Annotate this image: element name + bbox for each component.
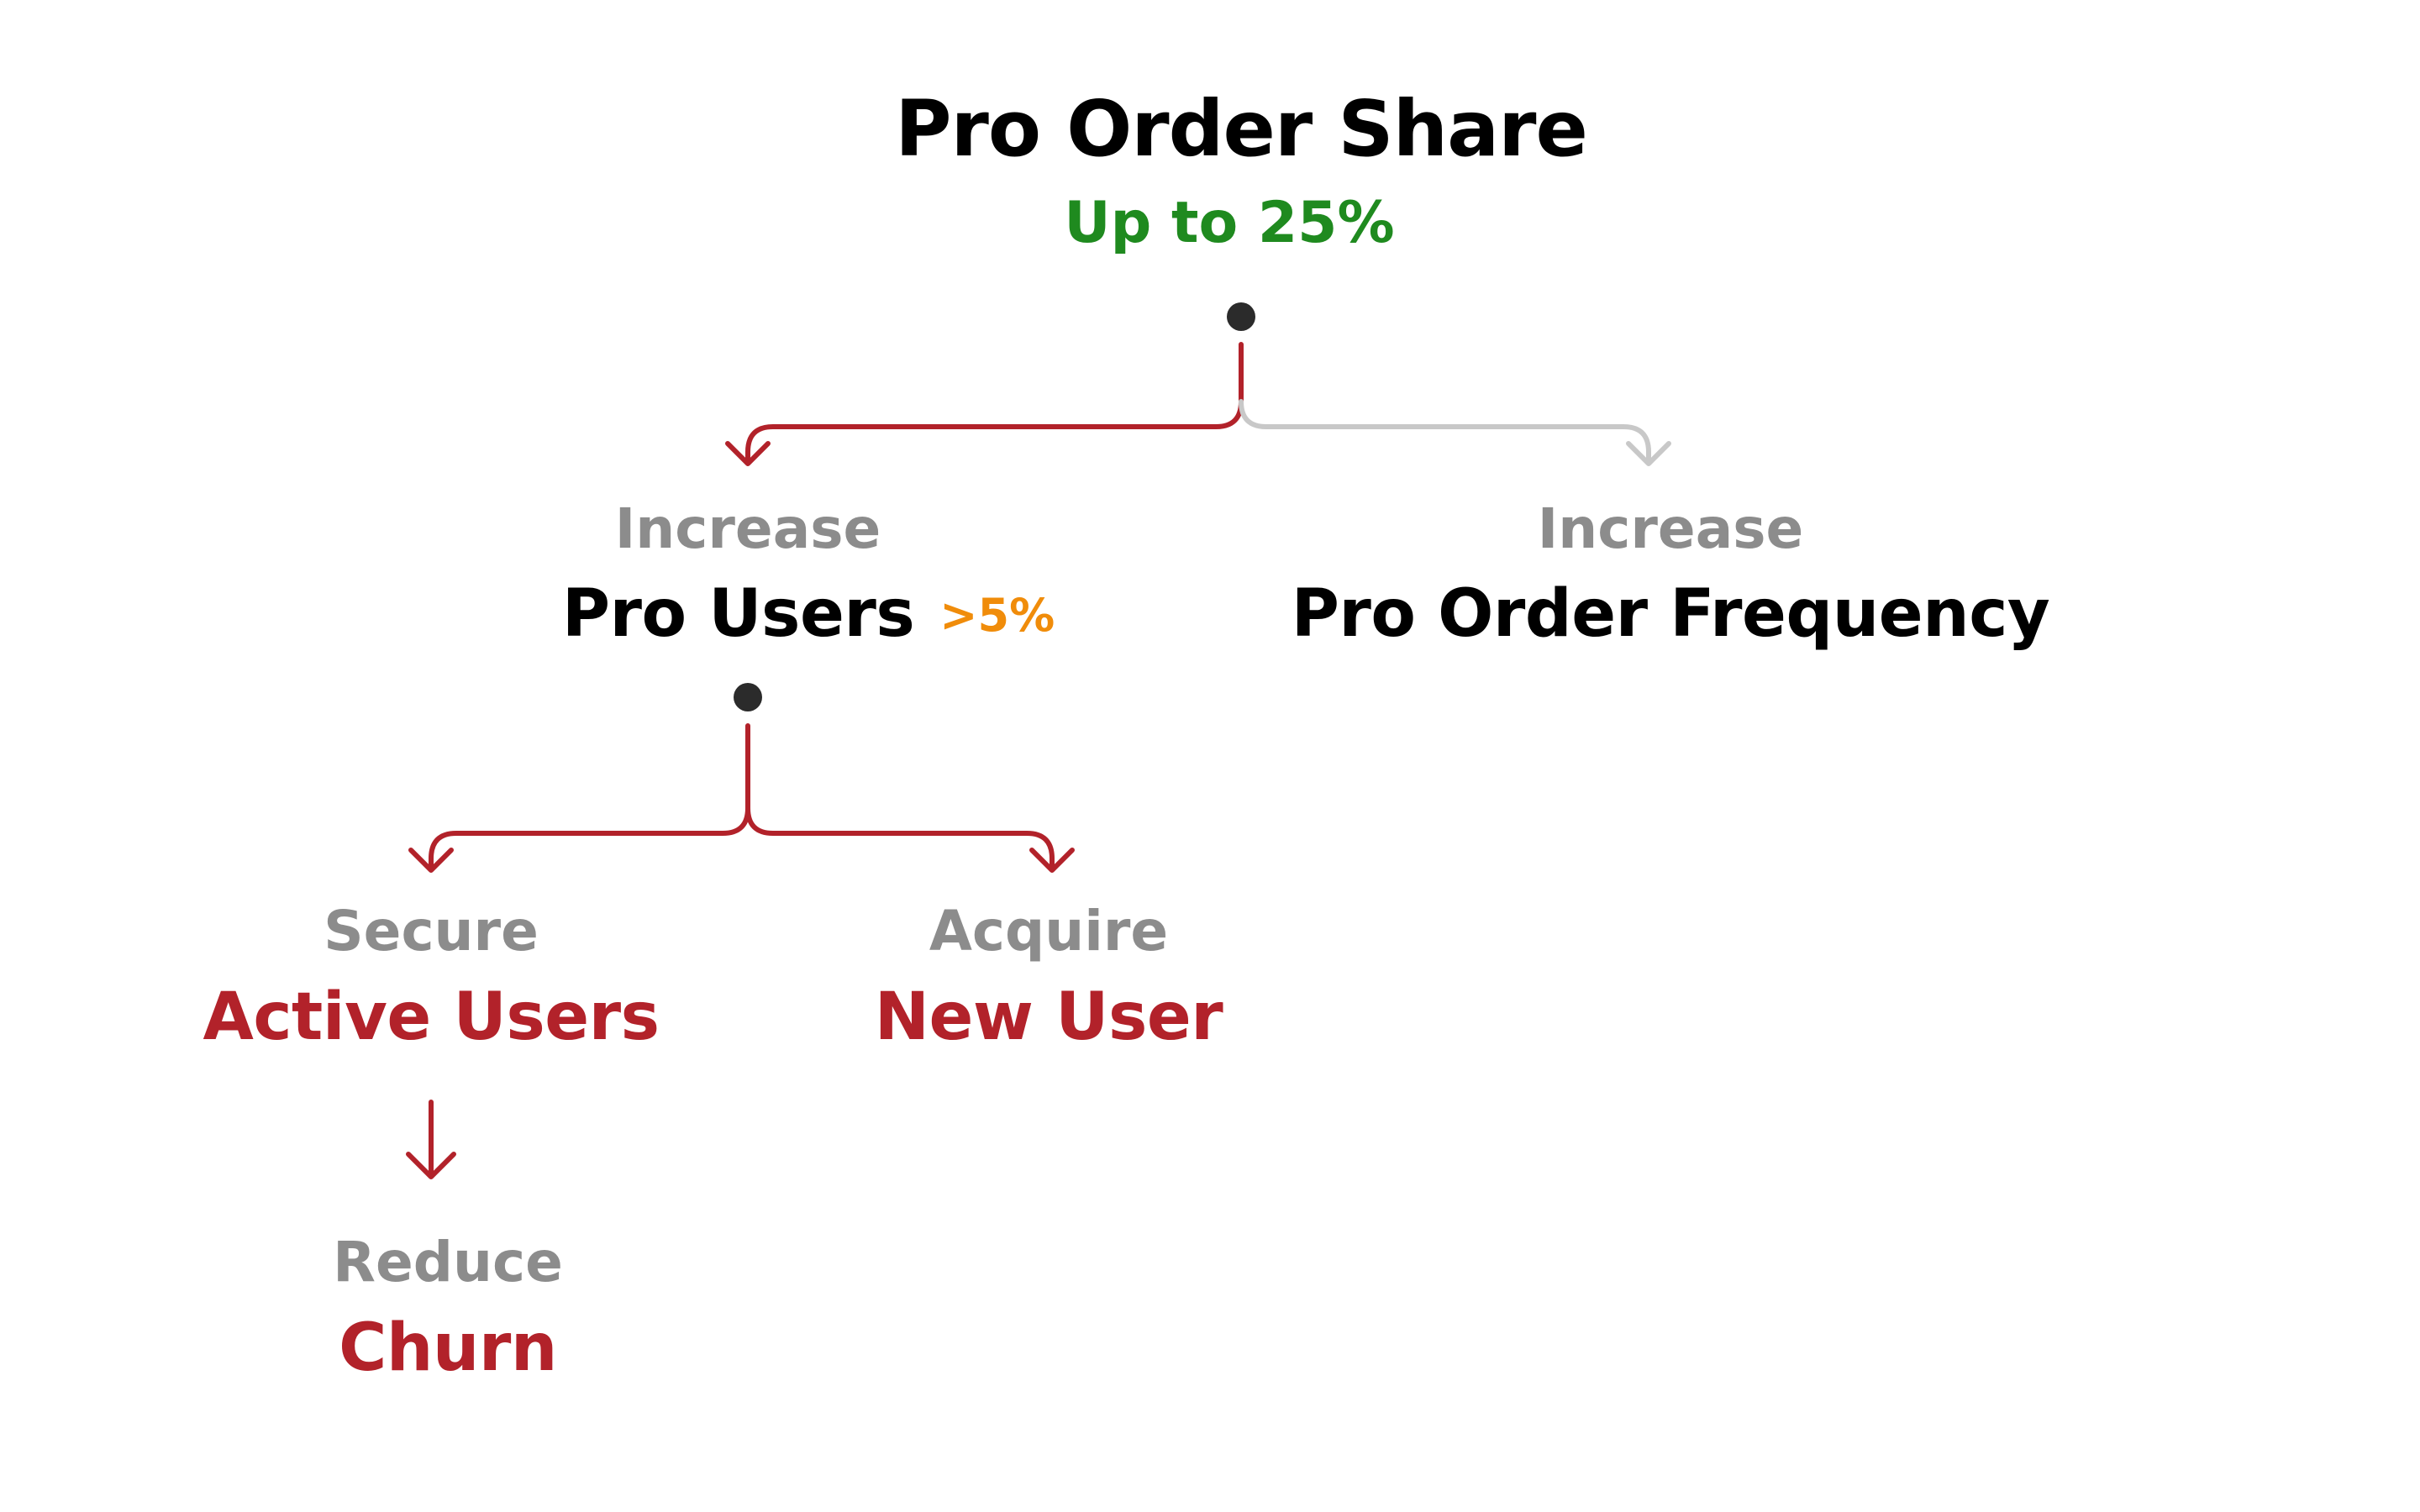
connector-root-to-pro-users	[745, 342, 1244, 463]
arrowhead-pro-users-icon	[725, 441, 771, 466]
churn-verb: Reduce	[333, 1230, 563, 1294]
pro-order-frequency-label: Pro Order Frequency	[1291, 576, 2050, 652]
connector-pro-users-to-new-user	[745, 806, 1055, 869]
arrowhead-new-user-icon	[1029, 848, 1075, 873]
active-users-label: Active Users	[203, 979, 660, 1055]
active-users-verb: Secure	[324, 899, 539, 963]
new-user-label: New User	[874, 979, 1223, 1055]
pro-users-badge: >5%	[939, 589, 1055, 642]
pro-users-junction-dot	[734, 683, 762, 711]
churn-label: Churn	[339, 1310, 557, 1386]
arrowhead-pro-order-frequency-icon	[1626, 441, 1671, 466]
pro-users-label: Pro Users	[561, 576, 915, 652]
pro-order-frequency-verb: Increase	[1537, 496, 1804, 561]
pro-users-node: Pro Users>5%	[562, 581, 1055, 647]
arrowhead-churn-icon	[406, 1152, 456, 1179]
connector-pro-users-to-active-users	[429, 723, 750, 869]
arrowhead-active-users-icon	[408, 848, 454, 873]
connector-root-to-pro-order-frequency	[1239, 399, 1651, 463]
new-user-verb: Acquire	[929, 899, 1169, 963]
root-title: Pro Order Share	[895, 84, 1588, 174]
root-junction-dot	[1227, 302, 1255, 331]
root-target: Up to 25%	[1064, 190, 1395, 256]
pro-users-verb: Increase	[614, 496, 881, 561]
